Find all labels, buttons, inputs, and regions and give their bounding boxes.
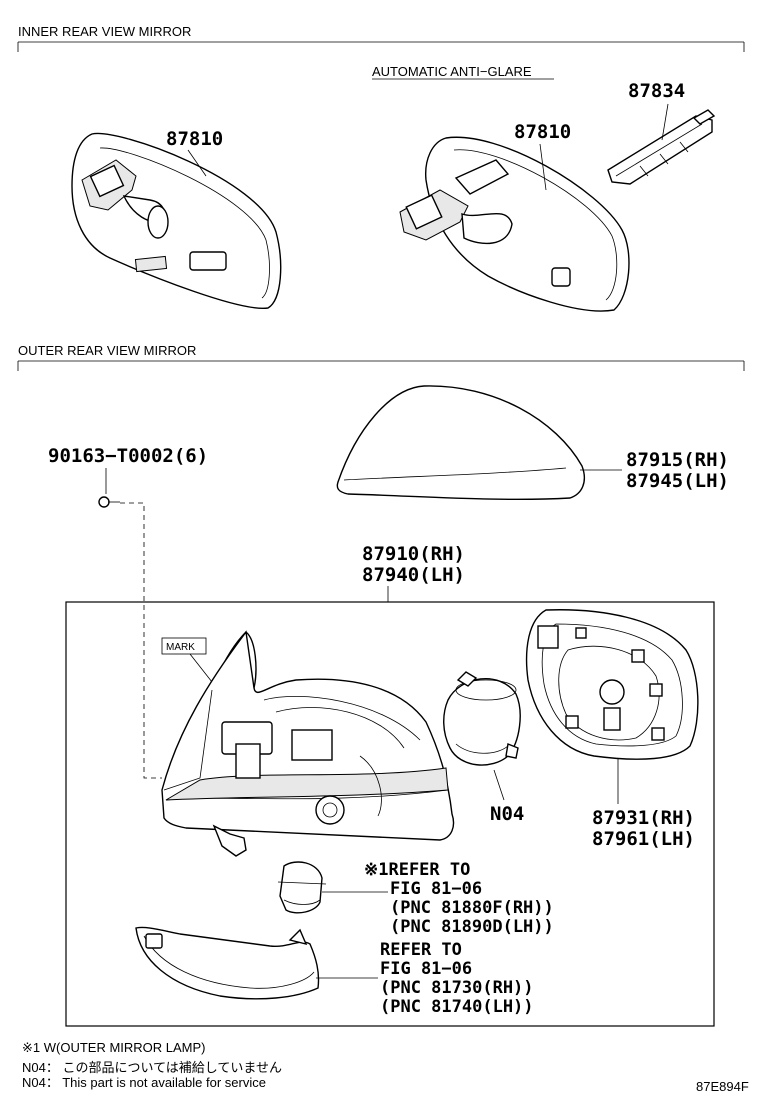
refer-note-2: REFER TO FIG 81−06 (PNC 81730(RH)) (PNC … (380, 940, 534, 1017)
figure-code: 87E894F (696, 1079, 749, 1094)
part-number-inner-mirror-auto[interactable]: 87810 (514, 121, 571, 143)
refer-note-1: ※1REFER TO FIG 81−06 (PNC 81880F(RH)) (P… (364, 860, 554, 937)
refer2-line-1: REFER TO (380, 940, 462, 960)
part-number-screw[interactable]: 90163−T0002(6) (48, 445, 208, 467)
part-number-assembly-rh[interactable]: 87910(RH) (362, 543, 465, 565)
refer2-line-4: (PNC 81740(LH)) (380, 997, 534, 1017)
refer1-line-1: ※1REFER TO (364, 860, 470, 880)
inner-cover-drawing (607, 109, 716, 185)
subheading-anti-glare: AUTOMATIC ANTI−GLARE (372, 64, 532, 79)
footnote-3: N04： This part is not available for serv… (22, 1075, 266, 1090)
section-header-outer: OUTER REAR VIEW MIRROR (17, 343, 745, 371)
screw-drawing (98, 496, 120, 508)
mark-callout: MARK (161, 637, 213, 683)
mirror-cover-drawing (336, 385, 586, 501)
footnote-2: N04： この部品については補給していません (22, 1060, 282, 1075)
section-title-outer: OUTER REAR VIEW MIRROR (18, 343, 196, 358)
assembly-frame (65, 601, 715, 1027)
motor-drawing (443, 671, 521, 766)
refer2-line-2[interactable]: FIG 81−06 (380, 959, 472, 979)
footnote-1: ※1 W(OUTER MIRROR LAMP) (22, 1040, 206, 1055)
part-number-glass-lh[interactable]: 87961(LH) (592, 828, 695, 850)
part-number-motor[interactable]: N04 (490, 803, 524, 825)
footnotes: ※1 W(OUTER MIRROR LAMP) N04： この部品については補給… (22, 1040, 282, 1090)
refer2-line-3: (PNC 81730(RH)) (380, 978, 534, 998)
part-number-inner-mirror[interactable]: 87810 (166, 128, 223, 150)
inner-mirror-standard-drawing (71, 132, 282, 309)
part-number-assembly-lh[interactable]: 87940(LH) (362, 564, 465, 586)
refer1-line-3: (PNC 81880F(RH)) (390, 898, 554, 918)
refer1-line-4: (PNC 81890D(LH)) (390, 917, 554, 937)
mark-label: MARK (166, 642, 195, 653)
part-number-inner-cover[interactable]: 87834 (628, 80, 685, 102)
section-title-inner: INNER REAR VIEW MIRROR (18, 24, 191, 39)
part-number-glass-rh[interactable]: 87931(RH) (592, 807, 695, 829)
mirror-body-drawing (161, 630, 455, 857)
screw-leader (120, 502, 162, 779)
mirror-glass-drawing (525, 609, 699, 760)
inner-mirror-auto-drawing (399, 136, 630, 312)
turn-lamp-drawing (135, 926, 320, 1000)
refer1-line-2[interactable]: FIG 81−06 (390, 879, 482, 899)
lamp-socket-drawing (277, 861, 327, 914)
part-number-cover-rh[interactable]: 87915(RH) (626, 449, 729, 471)
section-header-inner: INNER REAR VIEW MIRROR (17, 24, 745, 52)
part-number-cover-lh[interactable]: 87945(LH) (626, 470, 729, 492)
